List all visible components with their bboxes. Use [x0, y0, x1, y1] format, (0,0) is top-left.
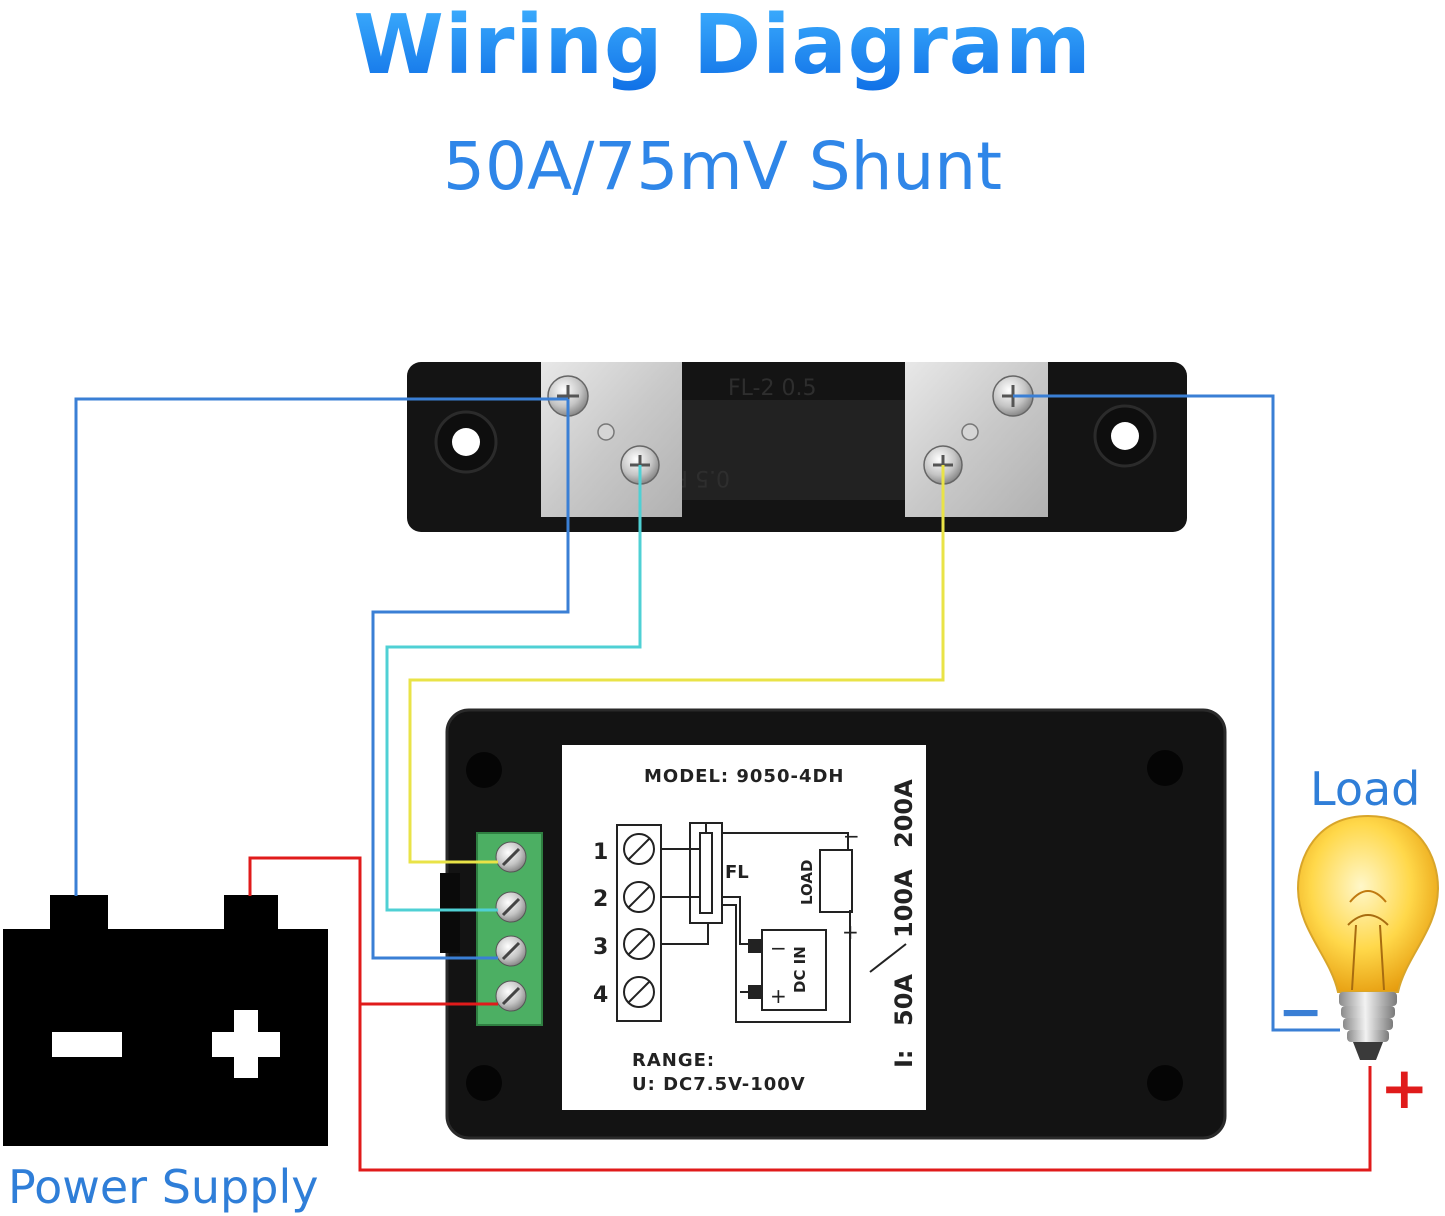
meter-screw-hole — [1147, 750, 1183, 786]
current-option-200a: 200A — [890, 779, 918, 848]
mounting-hole-right-opening — [1111, 422, 1139, 450]
schematic-terminal — [623, 928, 655, 960]
terminal-screw-icon — [495, 935, 527, 967]
power-supply-label: Power Supply — [8, 1160, 319, 1214]
meter-screw-hole — [466, 1065, 502, 1101]
wires — [74, 394, 1372, 1172]
wire-yellow-terminal1 — [408, 465, 945, 864]
wire-cyan-terminal2 — [385, 465, 642, 912]
diagram-subtitle: 50A/75mV Shunt — [442, 128, 1003, 205]
shunt-resistor: FL-2 0.5 0.5 FL-2 — [407, 362, 1187, 532]
shunt-marking-top: FL-2 0.5 — [728, 376, 816, 401]
current-prefix: I: — [890, 1049, 918, 1068]
current-option-50a: 50A — [890, 974, 918, 1026]
terminal-number: 1 — [593, 840, 608, 865]
dc-minus-symbol: − — [770, 936, 787, 960]
fuse-label: FL — [725, 862, 749, 883]
dc-plus-symbol: + — [770, 984, 787, 1008]
schematic-terminal — [623, 881, 655, 913]
load-plus-symbol: + — [842, 920, 859, 944]
rivet-icon — [961, 423, 979, 441]
wire-blue-battery-shunt — [74, 397, 568, 896]
schematic-terminal-strip — [616, 824, 662, 1022]
wire-red-positive-loop — [248, 856, 1372, 1172]
terminal-screw-icon — [495, 891, 527, 923]
load-label: Load — [1310, 762, 1421, 816]
rivet-icon — [597, 423, 615, 441]
terminal-screw-icon — [495, 980, 527, 1012]
schematic-terminal — [623, 976, 655, 1008]
mounting-hole-left-opening — [452, 428, 480, 456]
light-bulb-icon — [1296, 814, 1440, 1060]
schematic-wiring — [661, 822, 853, 1023]
wire-blue-shunt-terminal3 — [371, 399, 570, 960]
wire-blue-shunt-load — [1013, 394, 1340, 1032]
current-option-100a: 100A — [890, 869, 918, 938]
terminal-number: 3 — [593, 935, 608, 960]
schematic-terminal — [623, 833, 655, 865]
load-minus-marker: − — [1278, 980, 1323, 1043]
load-minus-symbol: − — [843, 824, 860, 848]
voltage-range: U: DC7.5V-100V — [632, 1074, 806, 1095]
meter-screw-hole — [1147, 1065, 1183, 1101]
terminal-number: 4 — [593, 983, 608, 1008]
meter-model: MODEL: 9050-4DH — [644, 766, 844, 787]
battery-minus-sign — [52, 1032, 122, 1057]
meter-screw-hole — [466, 752, 502, 788]
power-meter-module: MODEL: 9050-4DH 1 2 3 4 — [440, 708, 1227, 1140]
shunt-element — [680, 400, 910, 500]
terminal-screw-icon — [495, 841, 527, 873]
diagram-title: Wiring Diagram — [0, 0, 1445, 93]
meter-label-sticker — [562, 745, 926, 1110]
battery-icon — [3, 895, 328, 1146]
load-symbol-label: LOAD — [798, 860, 816, 905]
dc-in-label: DC IN — [791, 946, 809, 993]
terminal-number: 2 — [593, 887, 608, 912]
range-label: RANGE: — [632, 1050, 715, 1071]
load-plus-marker: + — [1380, 1054, 1429, 1122]
